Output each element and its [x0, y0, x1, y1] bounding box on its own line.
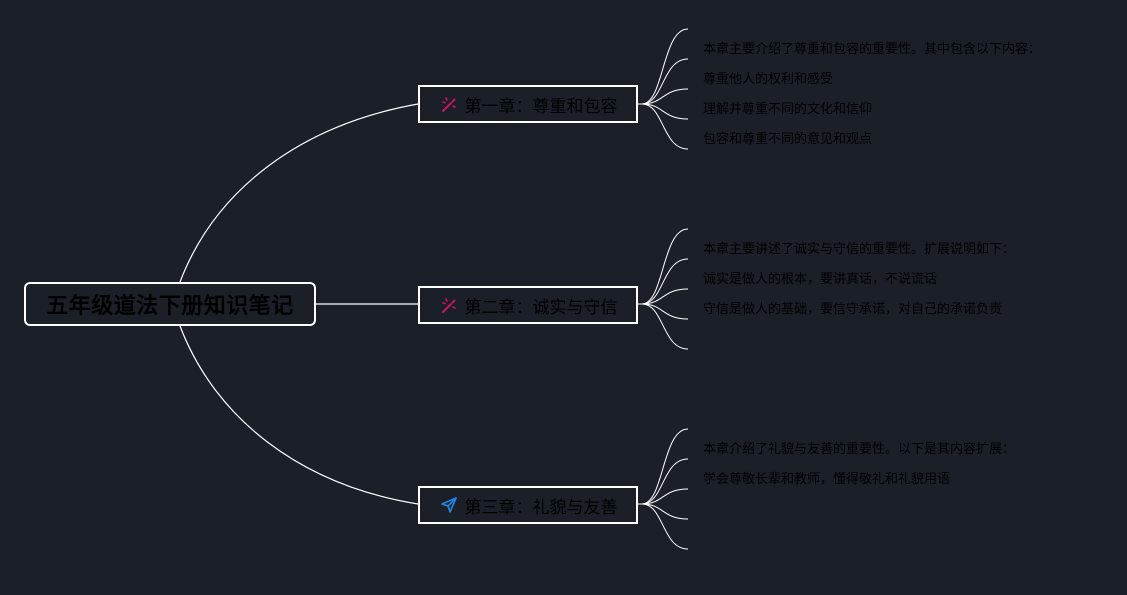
chapter-3-note-connector-3 [641, 488, 689, 505]
chapter-3-note-1[interactable]: 本章介绍了礼貌与友善的重要性。以下是其内容扩展： [703, 442, 1016, 457]
chapter-3-note-connector-5 [641, 503, 689, 550]
chapter-1-note-connector-1 [641, 28, 689, 105]
magic-wand-icon [439, 295, 459, 315]
paper-plane-icon [439, 495, 459, 515]
chapter-1-note-3[interactable]: 理解并尊重不同的文化和信仰 [703, 102, 873, 117]
chapter-1-note-connector-5 [641, 103, 689, 150]
chapter-3-label: 第三章：礼貌与友善 [464, 497, 618, 518]
chapter-1-note-connector-2 [641, 58, 689, 105]
root-topic[interactable]: 五年级道法下册知识笔记 [24, 282, 316, 326]
chapter-2-note-3[interactable]: 守信是做人的基础，要信守承诺，对自己的承诺负责 [703, 302, 1003, 317]
chapter-3-node[interactable]: 第三章：礼貌与友善 [418, 486, 638, 524]
chapter-2-note-connector-1 [641, 228, 689, 305]
chapter-2-note-1[interactable]: 本章主要讲述了诚实与守信的重要性。扩展说明如下： [703, 242, 1016, 257]
note-connectors [638, 28, 689, 550]
chapter-2-note-connector-2 [641, 258, 689, 305]
chapter-2-label: 第二章：诚实与守信 [464, 297, 618, 318]
chapter-2-node[interactable]: 第二章：诚实与守信 [418, 286, 638, 324]
chapter-2-note-connector-3 [641, 288, 689, 305]
chapter-1-note-2[interactable]: 尊重他人的权利和感受 [703, 72, 834, 87]
chapter-1-note-connector-3 [641, 88, 689, 105]
chapter-1-note-4[interactable]: 包容和尊重不同的意见和观点 [703, 132, 873, 147]
chapter-3-note-connector-2 [641, 458, 689, 505]
magic-wand-icon [439, 94, 459, 114]
chapter-2-note-2[interactable]: 诚实是做人的根本，要讲真话，不说谎话 [703, 272, 938, 287]
chapter-3-note-connector-1 [641, 428, 689, 505]
connector-root-chapter-1 [179, 103, 419, 283]
chapter-1-note-1[interactable]: 本章主要介绍了尊重和包容的重要性。其中包含以下内容： [703, 42, 1042, 57]
connector-root-chapter-3 [179, 325, 419, 505]
chapter-1-node[interactable]: 第一章：尊重和包容 [418, 85, 638, 123]
chapter-2-note-connector-5 [641, 303, 689, 350]
chapter-3-note-2[interactable]: 学会尊敬长辈和教师，懂得敬礼和礼貌用语 [703, 472, 951, 487]
chapter-1-label: 第一章：尊重和包容 [464, 96, 618, 117]
root-topic-label: 五年级道法下册知识笔记 [46, 294, 294, 319]
